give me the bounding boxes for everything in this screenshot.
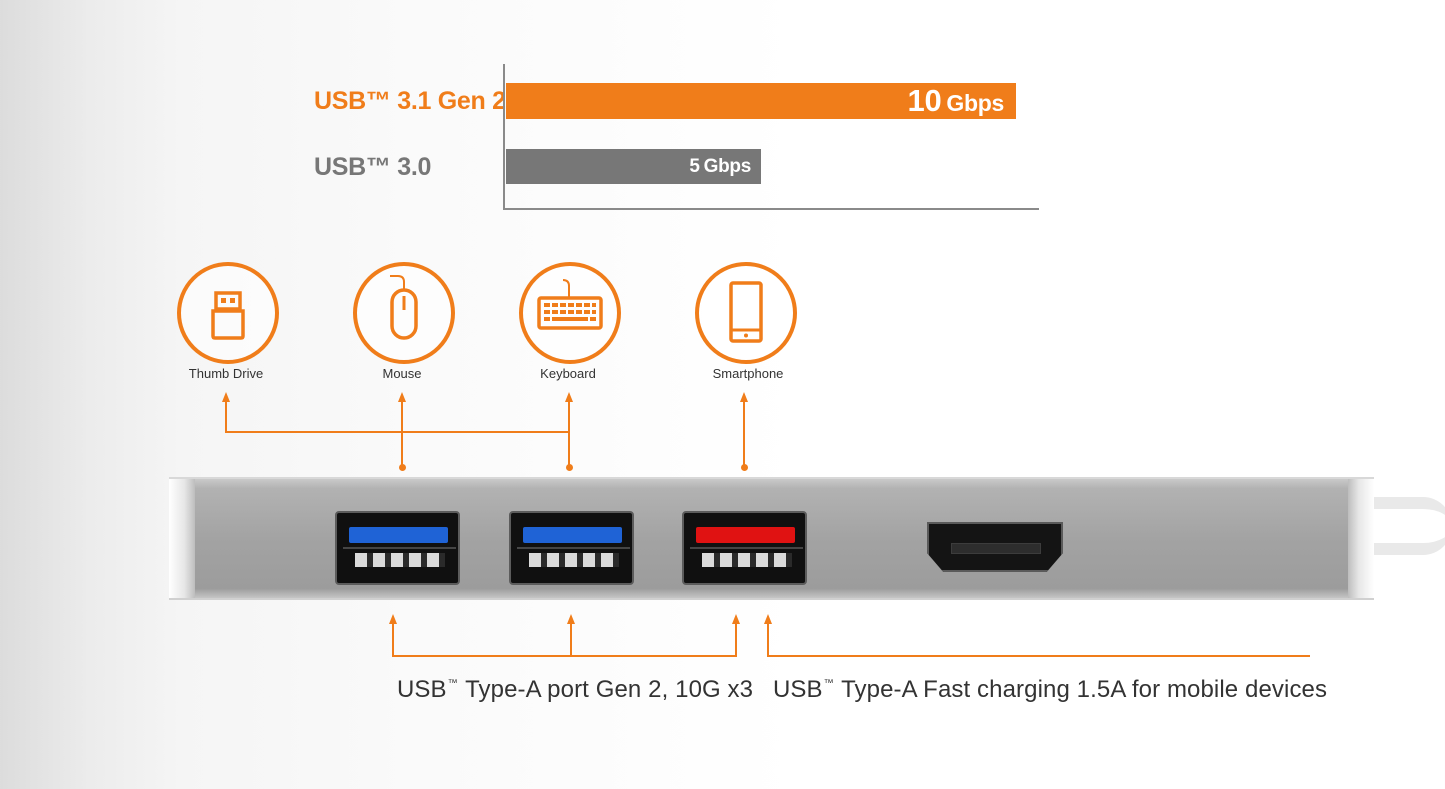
arrow-keyboard bbox=[565, 392, 573, 402]
gen2-ports-caption: USB™ Type-A port Gen 2, 10G x3 bbox=[397, 676, 754, 703]
chart-x-axis bbox=[503, 208, 1039, 210]
usb-hub-device bbox=[169, 477, 1374, 600]
usb-port-3-tongue bbox=[696, 527, 795, 543]
hub-left-endcap bbox=[169, 479, 195, 598]
arrow-port-3 bbox=[732, 614, 740, 624]
usb-a-port-1[interactable] bbox=[335, 511, 460, 585]
usb-port-1-tongue bbox=[349, 527, 448, 543]
keyboard-icon bbox=[519, 262, 621, 364]
keyboard-label: Keyboard bbox=[540, 366, 596, 381]
arrow-mouse bbox=[398, 392, 406, 402]
hdmi-port[interactable] bbox=[927, 522, 1063, 572]
arrow-smartphone bbox=[740, 392, 748, 402]
chart-y-axis bbox=[503, 64, 505, 210]
usb31-gen2-label: USB™ 3.1 Gen 2 bbox=[314, 87, 506, 115]
thumb-drive-icon bbox=[177, 262, 279, 364]
usb-c-cable bbox=[1372, 497, 1445, 555]
mouse-icon bbox=[353, 262, 455, 364]
arrow-charging-port bbox=[764, 614, 772, 624]
usb-port-2-tongue bbox=[523, 527, 622, 543]
smartphone-icon bbox=[695, 262, 797, 364]
mouse-label: Mouse bbox=[382, 366, 422, 381]
usb30-label: USB™ 3.0 bbox=[314, 153, 432, 181]
arrow-thumb-drive bbox=[222, 392, 230, 402]
usb-a-port-2[interactable] bbox=[509, 511, 634, 585]
arrow-port-1 bbox=[389, 614, 397, 624]
thumb-drive-label: Thumb Drive bbox=[188, 366, 264, 381]
fast-charging-caption: USB™ Type-A Fast charging 1.5A for mobil… bbox=[773, 676, 1328, 703]
smartphone-label: Smartphone bbox=[712, 366, 784, 381]
hub-right-endcap bbox=[1348, 479, 1374, 598]
arrow-port-2 bbox=[567, 614, 575, 624]
usb-a-port-3-charging[interactable] bbox=[682, 511, 807, 585]
